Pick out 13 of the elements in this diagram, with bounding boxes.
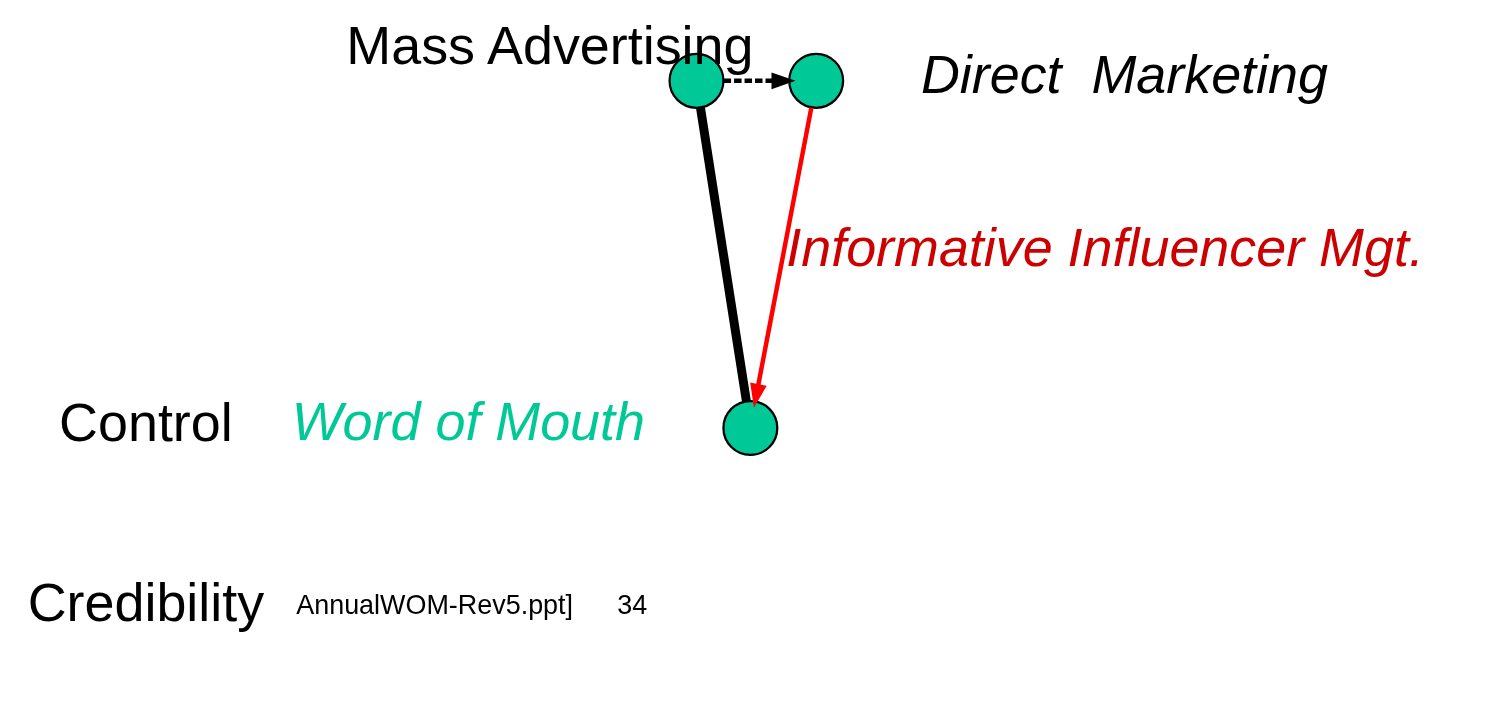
node-label: Word of Mouth [291,390,645,451]
connector [696,106,751,402]
label: 34 [617,589,648,620]
edge-label: Mass Advertising [346,14,754,75]
node-label: Direct Marketing [920,43,1328,103]
node-circle [722,399,779,456]
label: AnnualWOM-Rev5.ppt] [296,589,574,620]
label: Control [59,391,233,452]
label: Credibility [27,571,265,632]
edge-label: Informative Influencer Mgt. [786,216,1424,277]
arrow [723,71,796,89]
node-circle [788,52,845,109]
arrow [750,106,814,408]
